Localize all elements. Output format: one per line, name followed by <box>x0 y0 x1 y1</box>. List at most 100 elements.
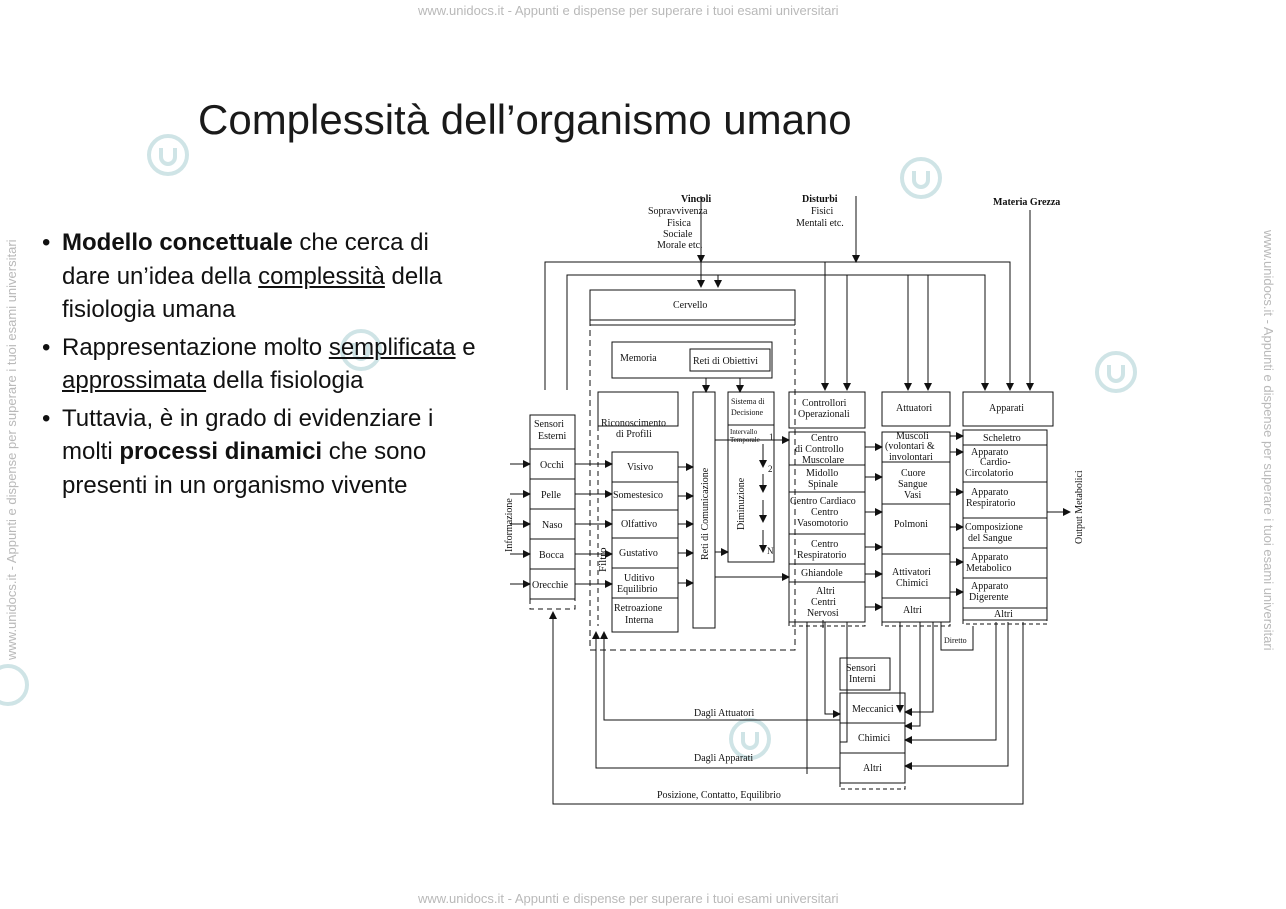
bullet-item: Rappresentazione molto semplificata e ap… <box>40 331 480 398</box>
bullet-text: che cerca di dare un’idea della <box>62 229 429 290</box>
label-disturbi-mentali: Mentali etc. <box>796 218 844 229</box>
underlined-text: approssimata <box>62 367 207 394</box>
label-sensori-esterni-2: Esterni <box>538 431 567 442</box>
label-diminuzione: Diminuzione <box>736 477 747 530</box>
watermark-side-left: www.unidocs.it - Appunti e dispense per … <box>4 239 19 660</box>
watermark-logo-icon <box>0 664 29 706</box>
label-vincoli-title: Vincoli <box>681 194 711 205</box>
label-reti-obiettivi: Reti di Obiettivi <box>693 356 758 367</box>
label-app-apparato-4: Apparato <box>971 581 1008 592</box>
label-sistema: Sistema di <box>731 397 765 406</box>
label-occhi: Occhi <box>540 460 564 471</box>
watermark-logo-icon <box>147 134 189 176</box>
label-ctrl-centro: Centro <box>811 433 838 444</box>
label-controllori-2: Operazionali <box>798 409 850 420</box>
bullet-text: e <box>455 333 476 361</box>
label-vincoli-sopravvivenza: Sopravvivenza <box>648 206 708 217</box>
label-uditivo: Uditivo <box>624 573 655 584</box>
label-app-digerente: Digerente <box>969 592 1009 603</box>
label-att-involontari: involontari <box>889 452 933 463</box>
label-attuatori: Attuatori <box>896 403 932 414</box>
bullet-text: della fisiologia <box>206 367 364 394</box>
label-att-volontari: (volontari & <box>885 441 935 452</box>
label-meccanici: Meccanici <box>852 704 894 715</box>
label-diretto: Diretto <box>944 636 967 645</box>
label-ctrl-centri: Centri <box>811 597 836 608</box>
label-materia-grezza: Materia Grezza <box>993 197 1060 208</box>
label-sensori-esterni-1: Sensori <box>534 419 564 430</box>
label-memoria: Memoria <box>620 353 657 364</box>
bullet-text: che sono presenti in un organismo vivent… <box>62 438 427 499</box>
label-pelle: Pelle <box>541 490 562 501</box>
label-posizione: Posizione, Contatto, Equilibrio <box>657 790 781 801</box>
label-ctrl-centro-2: Centro <box>811 507 838 518</box>
bullet-list: Modello concettuale che cerca di dare un… <box>40 226 480 506</box>
label-att-cuore: Cuore <box>901 468 926 479</box>
physiology-diagram: Vincoli Sopravvivenza Fisica Sociale Mor… <box>504 194 1085 805</box>
label-app-circolatorio: Circolatorio <box>965 468 1013 479</box>
label-output-metabolici: Output Metabolici <box>1074 470 1085 544</box>
diagram-lines <box>510 196 1071 805</box>
label-ctrl-di-controllo: di Controllo <box>795 444 844 455</box>
label-vincoli-sociale: Sociale <box>663 229 693 240</box>
label-disturbi-title: Disturbi <box>802 194 838 205</box>
label-app-del-sangue: del Sangue <box>968 533 1013 544</box>
label-riconoscimento-1: Riconoscimento <box>601 418 666 429</box>
label-number-2: 2 <box>768 464 773 474</box>
label-dagli-attuatori: Dagli Attuatori <box>694 708 754 719</box>
bold-text: processi dinamici <box>119 438 323 465</box>
label-app-composizione: Composizione <box>965 522 1023 533</box>
label-app-apparato-3: Apparato <box>971 552 1008 563</box>
label-number-1: 1 <box>769 432 774 442</box>
label-att-chimici: Chimici <box>896 578 928 589</box>
label-bocca: Bocca <box>539 550 565 561</box>
label-disturbi-fisici: Fisici <box>811 206 833 217</box>
label-intervallo: Intervallo <box>730 428 758 436</box>
label-vincoli-morale: Morale etc. <box>657 240 703 251</box>
label-att-polmoni: Polmoni <box>894 519 928 530</box>
underlined-text: complessità <box>258 262 385 290</box>
label-sensori-interni-2: Interni <box>849 674 876 685</box>
label-cervello: Cervello <box>673 300 707 311</box>
label-att-vasi: Vasi <box>904 490 921 501</box>
label-gustativo: Gustativo <box>619 548 658 559</box>
bold-text: Modello concettuale <box>62 229 293 256</box>
label-controllori-1: Controllori <box>802 398 847 409</box>
label-att-altri: Altri <box>903 605 922 616</box>
label-app-apparato-2: Apparato <box>971 487 1008 498</box>
label-informazione: Informazione <box>504 498 515 552</box>
label-ctrl-spinale: Spinale <box>808 479 839 490</box>
label-retroazione: Retroazione <box>614 603 663 614</box>
label-ctrl-centro-3: Centro <box>811 539 838 550</box>
bullet-text: Tuttavia, è in grado di evidenziare i mo… <box>62 404 434 466</box>
label-ctrl-ghiandole: Ghiandole <box>801 568 843 579</box>
label-ctrl-muscolare: Muscolare <box>802 455 845 466</box>
label-att-muscoli: Muscoli <box>896 431 929 442</box>
bullet-text: Rappresentazione molto <box>62 333 329 361</box>
label-app-apparato-1: Apparato <box>971 447 1008 458</box>
label-att-sangue: Sangue <box>898 479 928 490</box>
label-ctrl-centro-cardiaco: Centro Cardiaco <box>790 496 856 507</box>
slide-title: Complessità dell’organismo umano <box>198 96 852 143</box>
watermark-logo-icon <box>900 157 942 199</box>
label-somestesico: Somestesico <box>613 490 663 501</box>
label-dagli-apparati: Dagli Apparati <box>694 753 753 764</box>
label-temporale: Temporale <box>730 436 760 444</box>
label-naso: Naso <box>542 520 563 531</box>
label-ctrl-vasomotorio: Vasomotorio <box>797 518 848 529</box>
watermark-logo-icon <box>1095 351 1137 393</box>
label-reti-comunicazione: Reti di Comunicazione <box>700 467 711 560</box>
label-app-altri: Altri <box>994 609 1013 620</box>
label-chimici: Chimici <box>858 733 890 744</box>
label-interna: Interna <box>625 615 654 626</box>
label-orecchie: Orecchie <box>532 580 569 591</box>
label-vincoli-fisica: Fisica <box>667 218 691 229</box>
label-app-respiratorio: Respiratorio <box>966 498 1015 509</box>
label-olfattivo: Olfattivo <box>621 519 657 530</box>
label-apparati: Apparati <box>989 403 1024 414</box>
label-ctrl-respiratorio: Respiratorio <box>797 550 846 561</box>
bullet-item: Modello concettuale che cerca di dare un… <box>40 226 480 327</box>
diagram-labels: Vincoli Sopravvivenza Fisica Sociale Mor… <box>504 194 1085 801</box>
label-riconoscimento-2: di Profili <box>616 429 652 440</box>
bullet-text: della fisiologia umana <box>62 262 443 324</box>
